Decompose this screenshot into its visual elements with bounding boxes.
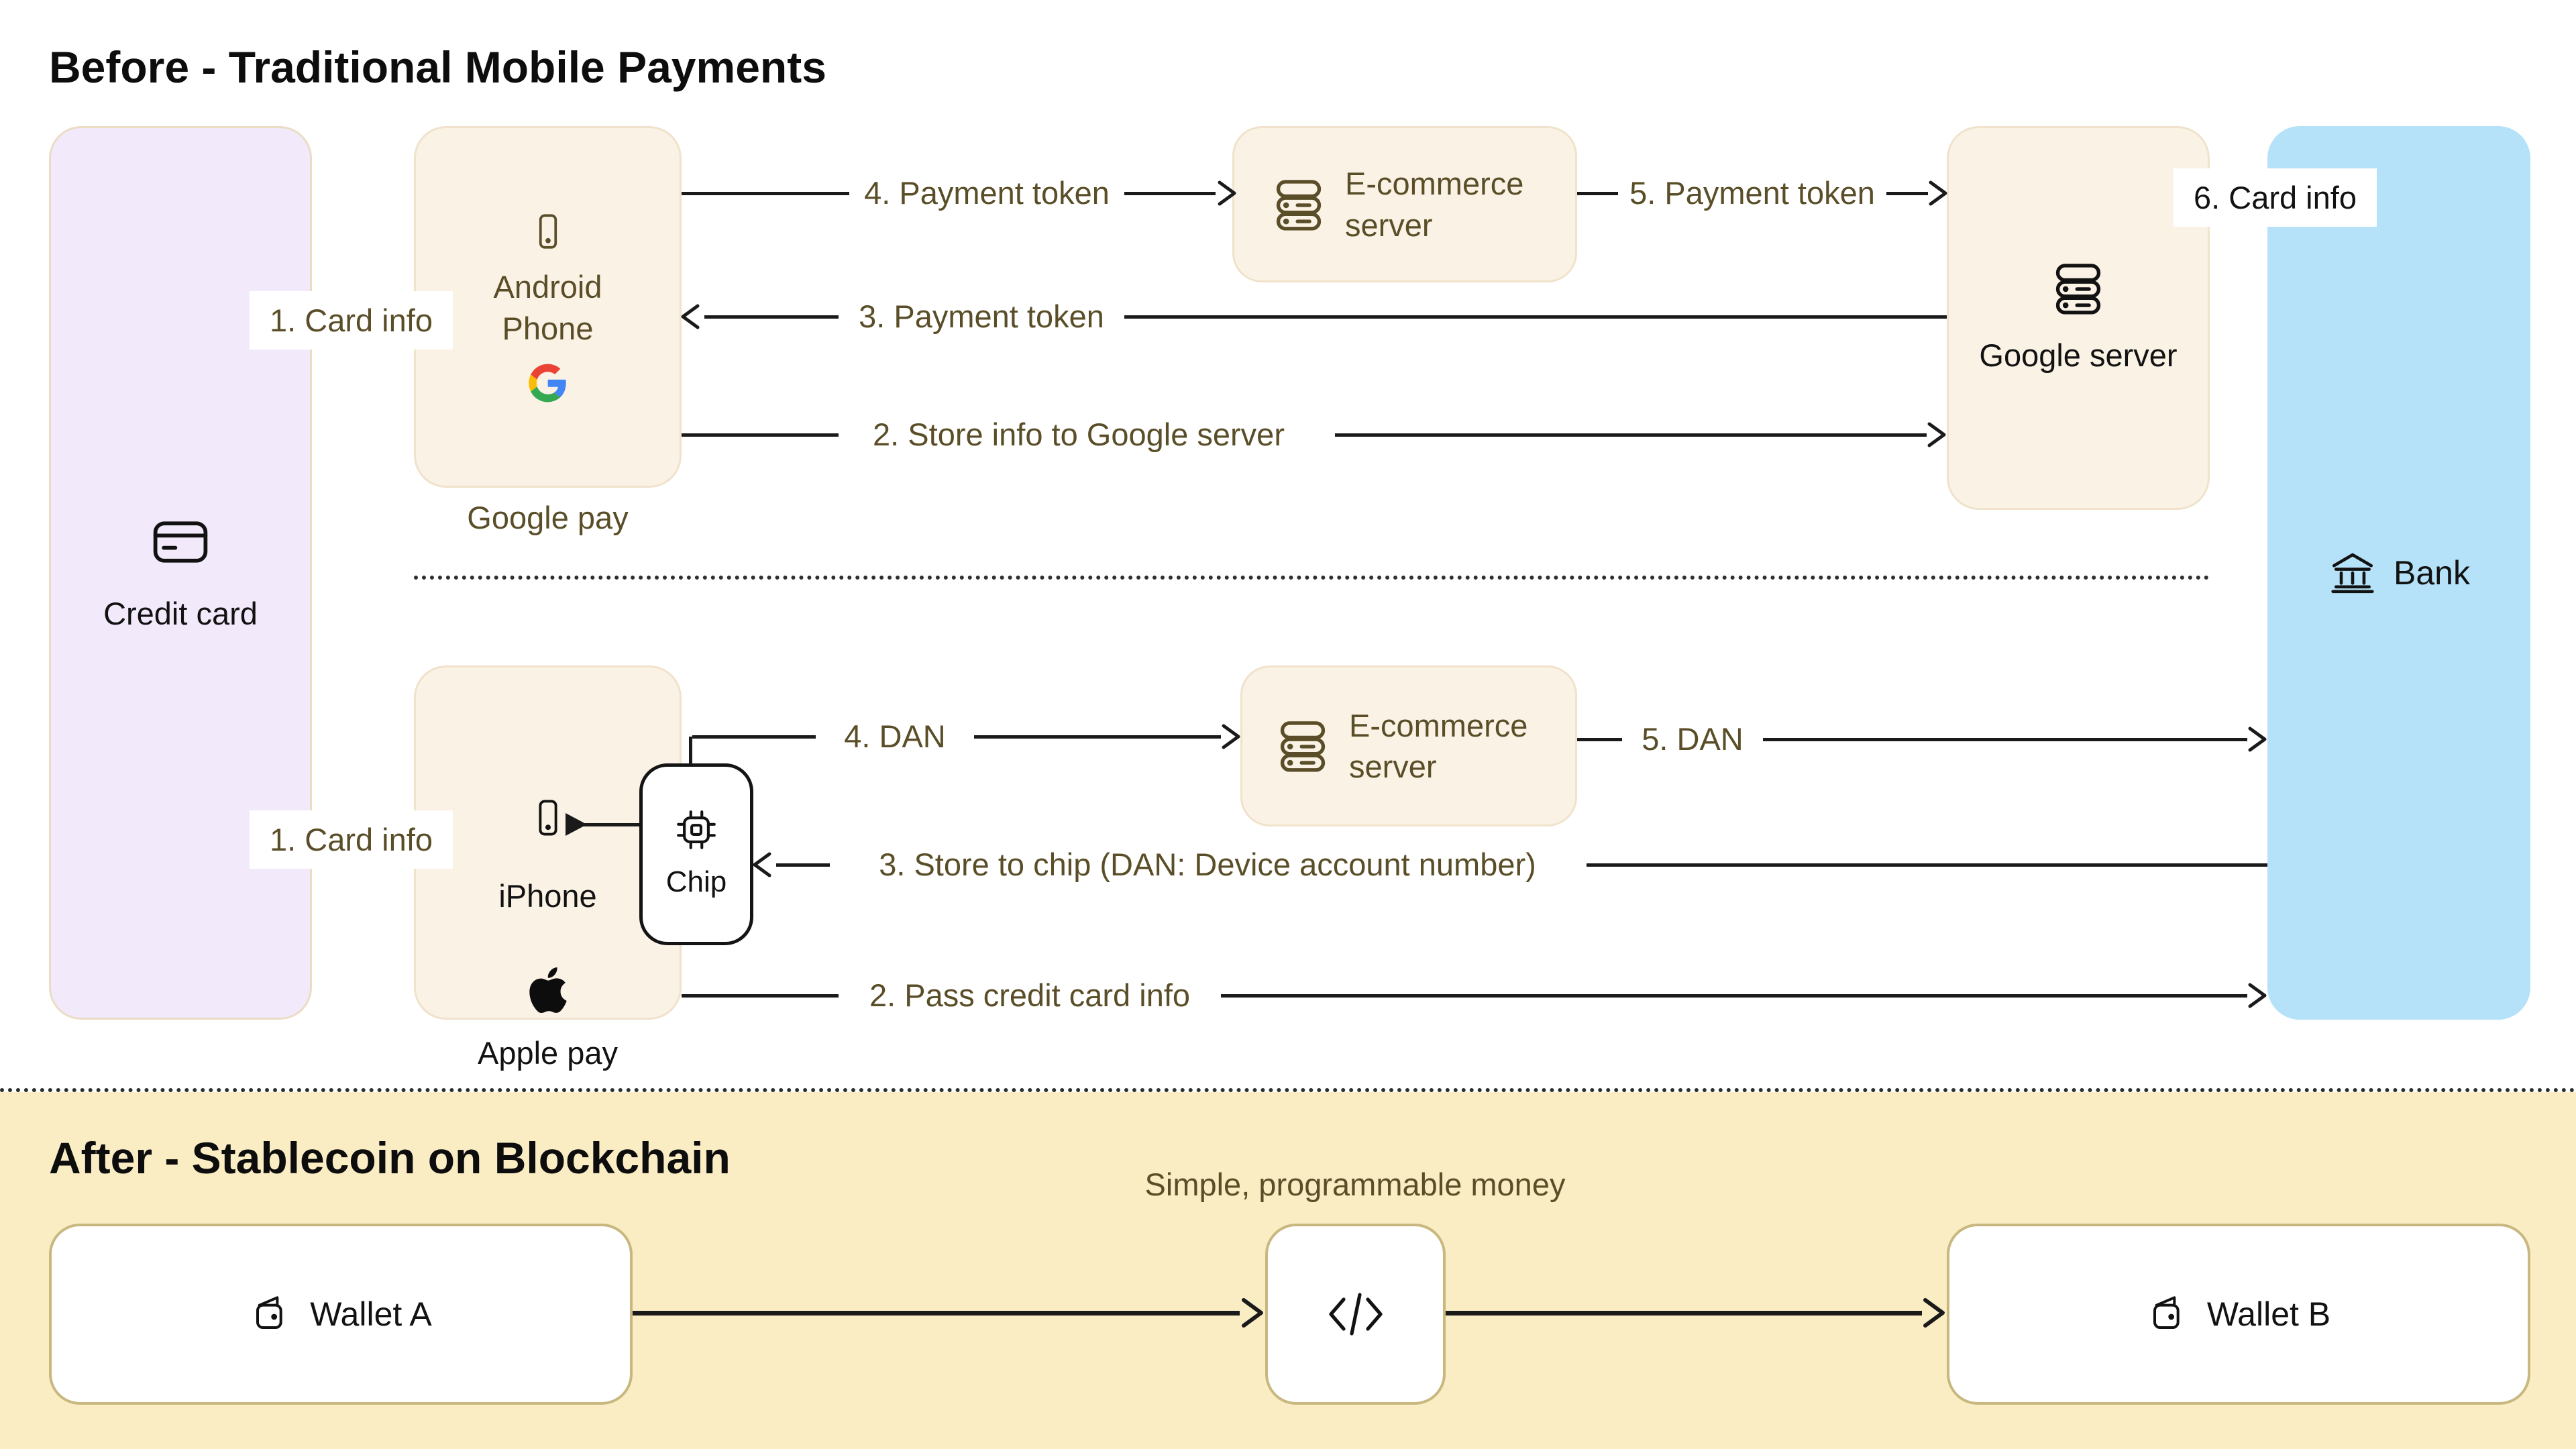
step4-dan-label: 4. DAN xyxy=(844,718,946,754)
arrow-line xyxy=(1124,315,1947,319)
arrow-line xyxy=(1221,994,2247,998)
before-section-title: Before - Traditional Mobile Payments xyxy=(49,42,826,92)
arrowhead-right-icon xyxy=(1220,722,1242,751)
arrow-line xyxy=(1124,192,1216,195)
google-pay-label: Google pay xyxy=(467,500,629,535)
arrowhead-right-icon xyxy=(2246,981,2269,1010)
card-info-badge-bank: 6. Card info xyxy=(2174,168,2377,227)
flow-divider-dotted-line xyxy=(414,576,2210,580)
android-phone-node: Android Phone xyxy=(414,126,682,488)
step2-pass-card-info-label: 2. Pass credit card info xyxy=(869,977,1191,1013)
arrowhead-right-icon xyxy=(1925,420,1948,449)
credit-card-label: Credit card xyxy=(103,596,258,632)
arrow-line xyxy=(1446,1311,1922,1316)
step4-payment-token-label: 4. Payment token xyxy=(864,175,1110,211)
arrowhead-right-icon xyxy=(1216,178,1238,208)
arrow-line xyxy=(633,1311,1240,1316)
arrow-line xyxy=(704,315,839,319)
android-phone-label: Android Phone xyxy=(493,269,602,346)
arrow-line xyxy=(1886,192,1928,195)
arrow-line xyxy=(682,994,839,998)
after-subtitle: Simple, programmable money xyxy=(1144,1167,1566,1202)
card-info-badge-apple: 1. Card info xyxy=(250,810,453,869)
cpu-icon xyxy=(674,808,718,852)
bank-icon xyxy=(2328,548,2377,598)
step5-dan-label: 5. DAN xyxy=(1642,721,1743,757)
ecommerce-server-bottom-node: E-commerce server xyxy=(1240,665,1577,826)
arrowhead-right-icon xyxy=(2246,724,2269,754)
section-divider-dotted-line xyxy=(0,1088,2576,1092)
ecommerce-server-top-node: E-commerce server xyxy=(1232,126,1577,282)
arrow-line xyxy=(692,735,816,739)
arrow-line xyxy=(776,863,830,867)
bank-label: Bank xyxy=(2394,553,2470,592)
smartphone-icon xyxy=(528,211,568,252)
arrow-line xyxy=(1577,738,1622,741)
google-server-label: Google server xyxy=(1979,337,2178,374)
wallet-b-label: Wallet B xyxy=(2206,1295,2331,1333)
server-icon xyxy=(1270,176,1328,233)
apple-logo-icon xyxy=(529,967,567,1013)
code-icon xyxy=(1324,1282,1388,1346)
chip-label: Chip xyxy=(665,865,727,898)
arrow-line xyxy=(974,735,1221,739)
chip-node: Chip xyxy=(639,763,753,945)
step3-payment-token-label: 3. Payment token xyxy=(859,299,1104,334)
step2-store-info-label: 2. Store info to Google server xyxy=(873,417,1285,452)
wallet-a-node: Wallet A xyxy=(49,1224,633,1405)
wallet-a-label: Wallet A xyxy=(310,1295,432,1333)
arrow-line xyxy=(1577,192,1618,195)
server-icon xyxy=(1274,717,1332,775)
arrowhead-right-icon xyxy=(1927,178,1949,208)
arrowhead-right-icon xyxy=(1239,1295,1266,1330)
arrow-line xyxy=(1587,863,2267,867)
arrow-line xyxy=(682,433,839,437)
card-info-badge-google: 1. Card info xyxy=(250,291,453,350)
ecommerce-server-bottom-label: E-commerce server xyxy=(1349,707,1528,784)
wallet-b-node: Wallet B xyxy=(1947,1224,2530,1405)
bank-node: Bank xyxy=(2267,126,2530,1020)
ecommerce-server-top-label: E-commerce server xyxy=(1345,166,1524,243)
arrowhead-left-icon xyxy=(751,850,773,879)
step3-store-to-chip-label: 3. Store to chip (DAN: Device account nu… xyxy=(879,847,1536,882)
connector-line xyxy=(689,737,692,766)
wallet-icon xyxy=(250,1293,292,1336)
apple-pay-label: Apple pay xyxy=(477,1035,619,1071)
server-icon xyxy=(2049,260,2107,317)
arrowhead-left-icon xyxy=(679,302,702,331)
credit-card-icon xyxy=(150,511,211,573)
connector-line xyxy=(582,823,642,826)
google-server-node: Google server xyxy=(1947,126,2210,510)
arrow-line xyxy=(682,192,849,195)
iphone-label: iPhone xyxy=(498,878,597,914)
arrow-line xyxy=(1763,738,2247,741)
after-section-title: After - Stablecoin on Blockchain xyxy=(49,1133,731,1183)
credit-card-node: Credit card xyxy=(49,126,312,1020)
arrow-line xyxy=(1335,433,1927,437)
google-logo-icon xyxy=(528,364,568,402)
smartphone-icon xyxy=(527,797,569,839)
wallet-icon xyxy=(2147,1293,2190,1336)
step5-payment-token-label: 5. Payment token xyxy=(1629,175,1875,211)
smart-contract-node xyxy=(1265,1224,1446,1405)
arrowhead-right-icon xyxy=(1921,1295,1947,1330)
